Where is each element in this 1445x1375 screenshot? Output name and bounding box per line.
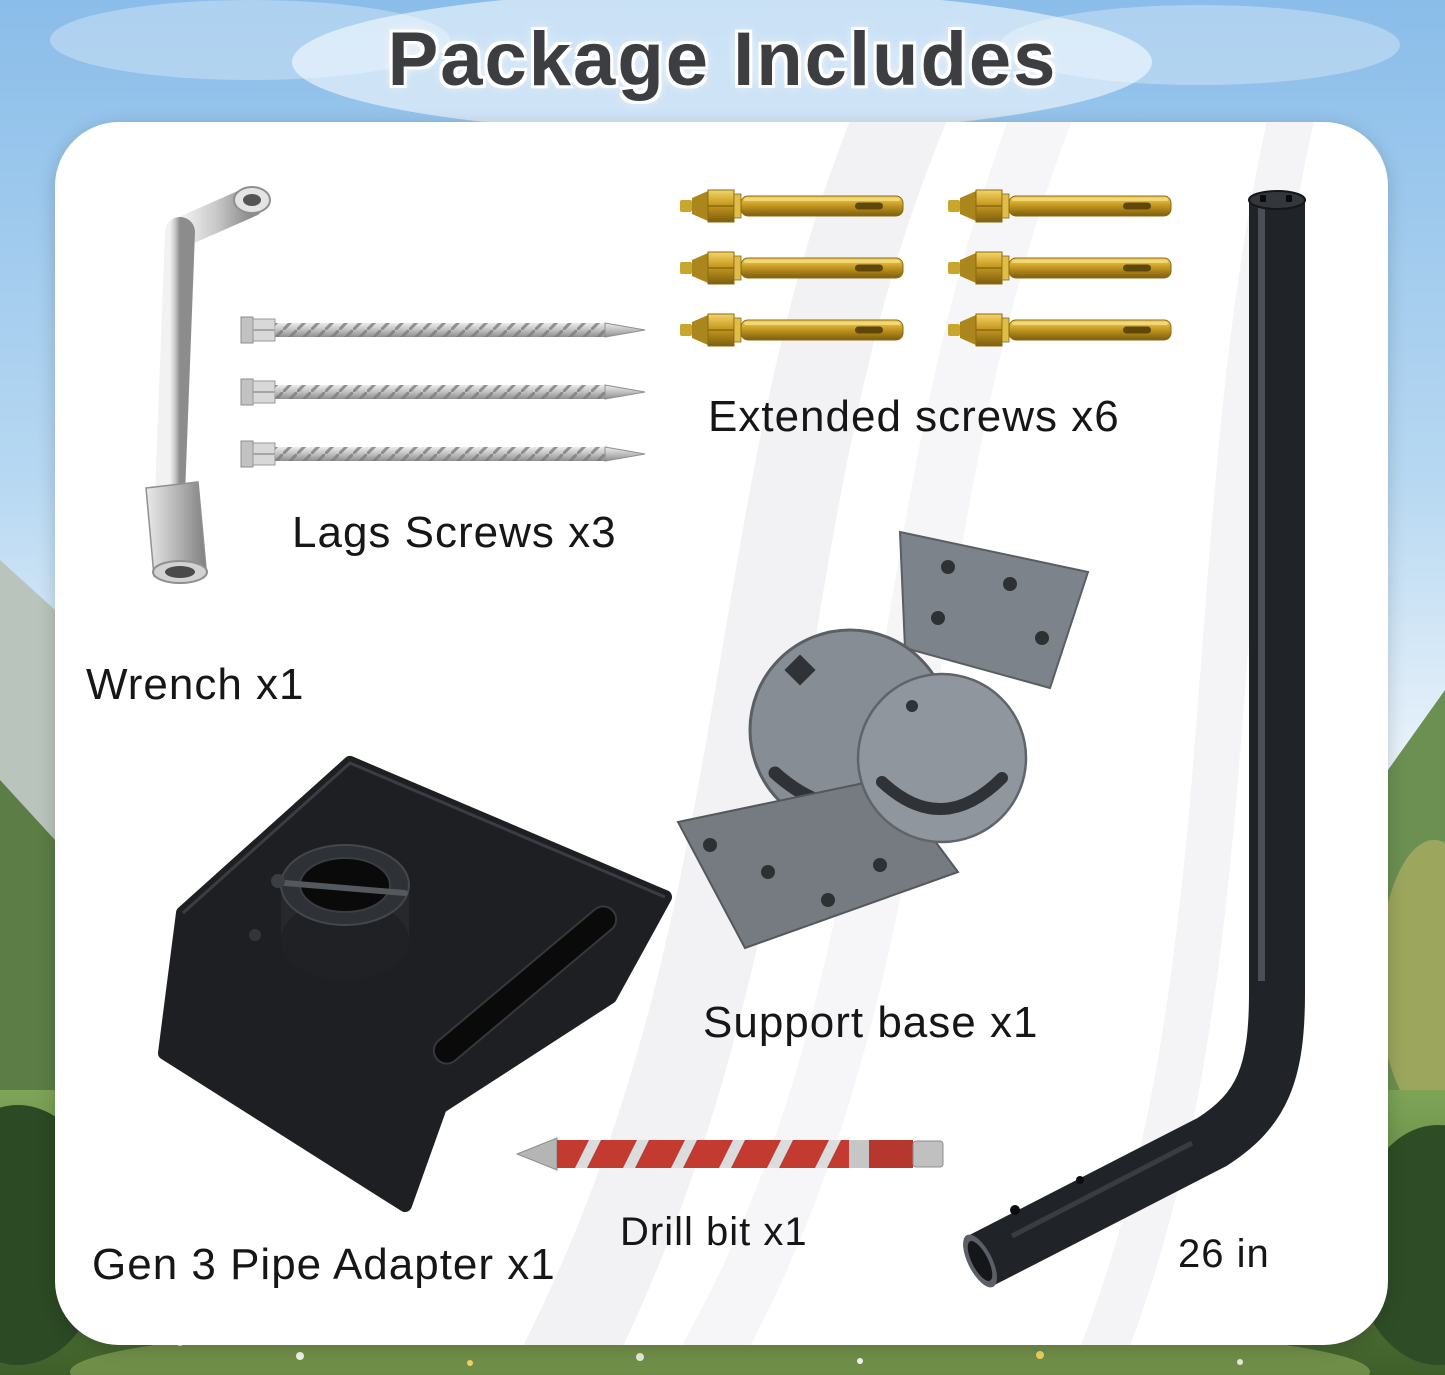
extended-screws-label: Extended screws x6 xyxy=(708,392,1120,441)
page-title: Package Includes xyxy=(387,17,1058,102)
pipe-adapter-label: Gen 3 Pipe Adapter x1 xyxy=(92,1240,556,1289)
pole-length-label: 26 in xyxy=(1178,1232,1270,1276)
wrench-image xyxy=(145,186,271,584)
pipe-adapter-image xyxy=(158,756,672,1212)
mounting-pole-image xyxy=(963,190,1306,1288)
wrench-label: Wrench x1 xyxy=(86,660,305,709)
support-base-label: Support base x1 xyxy=(703,998,1039,1047)
drill-bit-image xyxy=(515,1137,944,1171)
support-base-image xyxy=(676,530,1090,950)
drill-bit-label: Drill bit x1 xyxy=(620,1210,808,1254)
lag-screws-label: Lags Screws x3 xyxy=(292,508,617,557)
lag-screws-image xyxy=(240,316,646,468)
